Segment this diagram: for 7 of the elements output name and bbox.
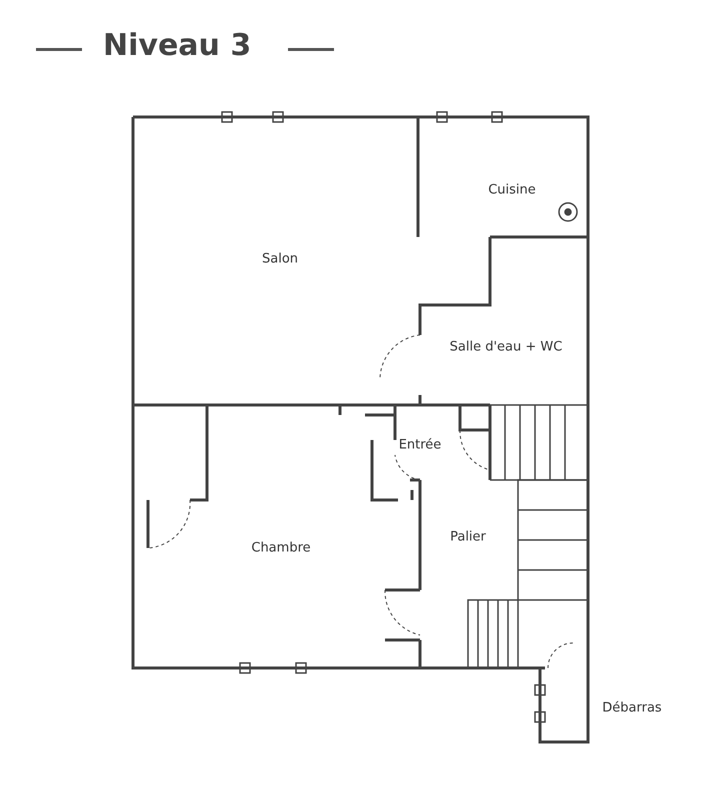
room-label: Salle d'eau + WC [450, 340, 562, 354]
room-label: Palier [450, 530, 486, 544]
room-label: Chambre [251, 540, 311, 556]
room-label: Salon [262, 252, 298, 266]
room-label: Débarras [602, 700, 662, 716]
room-label: Cuisine [488, 182, 536, 198]
title: Niveau 3 [103, 28, 252, 63]
